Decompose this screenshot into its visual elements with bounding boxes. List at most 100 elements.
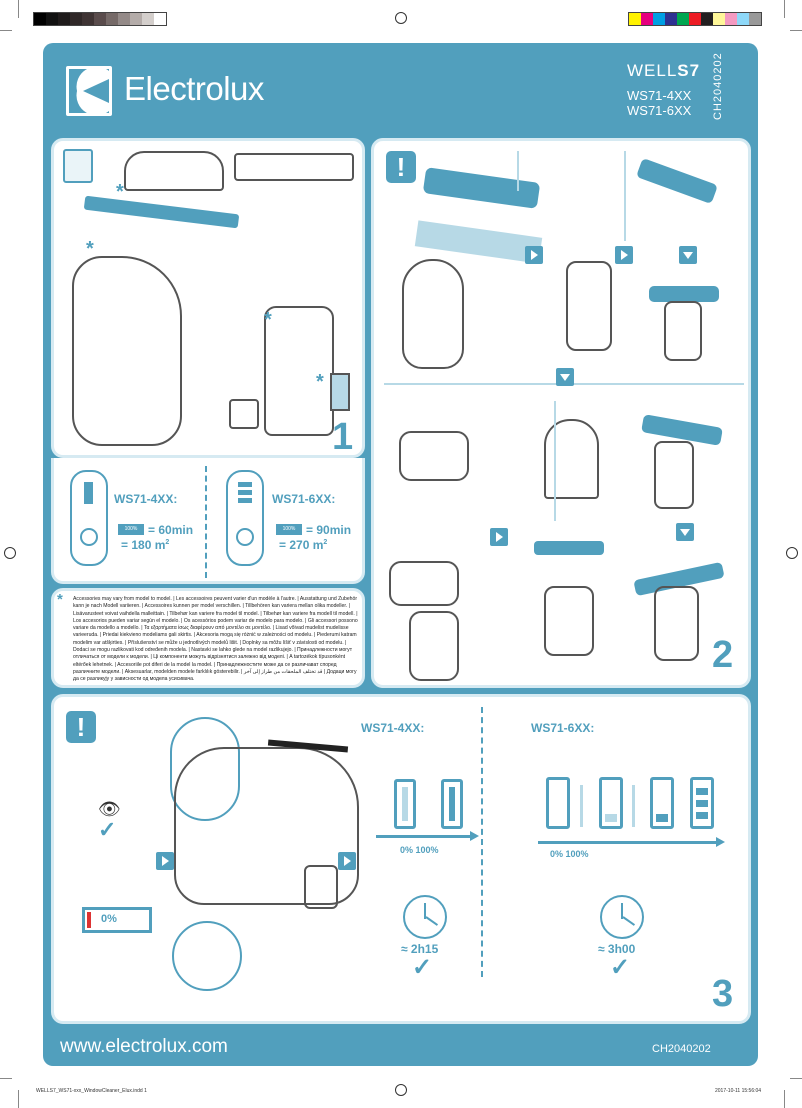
battery-bar-icon (238, 490, 252, 495)
down-arrow-icon (679, 246, 697, 264)
divider (517, 151, 519, 191)
spray-bottle-illustration (409, 611, 459, 681)
empty-battery-icon: 0% (82, 907, 152, 933)
squeegee-head-illustration (124, 151, 224, 191)
checklist-icon (63, 149, 93, 183)
hand-pouring-illustration (389, 561, 459, 606)
down-arrow-icon (676, 523, 694, 541)
model-name: WS71-4XX (627, 88, 692, 103)
warning-icon: ! (386, 151, 416, 183)
charge-time: ≈ 2h15 (401, 942, 439, 956)
squeegee-ghost-illustration (414, 220, 543, 264)
next-arrow-icon (338, 852, 356, 870)
spray-head-illustration (635, 157, 719, 205)
spray-head-illustration (534, 541, 604, 555)
divider (554, 401, 556, 521)
charger-illustration (229, 399, 259, 429)
spray-bottle-illustration (664, 301, 702, 361)
handle-display-illustration (70, 470, 108, 566)
crop-mark (0, 1078, 12, 1079)
electrolux-logo-icon (66, 66, 112, 116)
blinking-battery-icon (394, 779, 416, 829)
grayscale-bar (33, 12, 167, 26)
step-1-panel: * * * * 1 (51, 138, 365, 458)
next-arrow-icon (525, 246, 543, 264)
product-line: WELLS7 (627, 61, 701, 80)
battery-bar-icon (238, 498, 252, 503)
window-vacuum-illustration (72, 256, 182, 446)
divider (624, 151, 626, 241)
coverage-value: = 180 m2 (121, 538, 170, 552)
step-2-panel: ! 2 (371, 138, 751, 688)
spray-bottle-illustration (264, 306, 334, 436)
blinking-battery-icon (650, 777, 674, 829)
charge-progress-arrow (376, 835, 472, 838)
battery-bar-icon (238, 482, 252, 487)
hand-sachet-illustration (399, 431, 469, 481)
clock-icon (403, 895, 447, 939)
detergent-sachet-illustration (330, 373, 350, 411)
power-button-icon (236, 528, 254, 546)
crop-mark (784, 1090, 785, 1108)
asterisk-icon: * (86, 238, 94, 260)
spray-bottle-illustration (566, 261, 612, 351)
battery-full-badge: 100% (276, 524, 302, 535)
spray-bottle-illustration (544, 586, 594, 656)
step-number: 1 (332, 416, 354, 458)
asterisk-icon: * (264, 309, 272, 331)
crop-mark (784, 0, 785, 18)
battery-low-indicator (87, 912, 91, 928)
crop-mark (18, 0, 19, 18)
spray-bottle-illustration (654, 441, 694, 509)
next-arrow-icon (156, 852, 174, 870)
step-3-panel: ! 👁 ✓ 0% WS71-4XX: 0% 100% WS71-6XX: 0% … (51, 694, 751, 1024)
next-arrow-icon (490, 528, 508, 546)
warning-icon: ! (66, 711, 96, 743)
document-code: CH2040202 (652, 1043, 711, 1055)
battery-full-badge: 100% (118, 524, 144, 535)
model-label-6xx: WS71-6XX: (272, 492, 336, 506)
crop-mark (790, 30, 802, 31)
divider (205, 466, 207, 578)
charging-port-zoom-circle (172, 921, 242, 991)
blinking-battery-icon (546, 777, 570, 829)
clock-icon (600, 895, 644, 939)
charge-time: ≈ 3h00 (598, 942, 636, 956)
wall-socket-illustration (304, 865, 338, 909)
spray-pad-illustration (234, 153, 354, 181)
spray-head-illustration (649, 286, 719, 302)
tap-illustration (544, 419, 599, 499)
asterisk-icon: * (116, 181, 124, 203)
brand-wordmark: Electrolux (124, 70, 264, 107)
empty-battery-label: 0% (101, 913, 117, 925)
next-arrow-icon (615, 246, 633, 264)
eye-icon: 👁 (98, 799, 121, 819)
up-arrow-icon (580, 785, 583, 827)
charge-progress-arrow (538, 841, 718, 844)
squeegee-head-illustration (422, 167, 541, 209)
arrowhead-icon (716, 837, 725, 847)
window-vacuum-illustration (174, 747, 359, 905)
runtime-value: = 90min (306, 523, 352, 537)
model-name: WS71-6XX (627, 103, 692, 118)
full-battery-icon (441, 779, 463, 829)
runtime-panel: WS71-4XX: 100% = 60min = 180 m2 WS71-6XX… (51, 458, 365, 584)
asterisk-icon: * (57, 591, 63, 608)
registration-mark-icon (786, 547, 798, 559)
asterisk-icon: * (316, 371, 324, 393)
arrowhead-icon (470, 831, 479, 841)
registration-mark-icon (395, 12, 407, 24)
checkmark-icon: ✓ (98, 817, 117, 842)
handle-zoom-circle (170, 717, 240, 821)
wide-squeegee-illustration (83, 195, 240, 229)
registration-mark-icon (4, 547, 16, 559)
model-label-4xx: WS71-4XX: (114, 492, 178, 506)
blinking-battery-icon (599, 777, 623, 829)
website-link[interactable]: www.electrolux.com (60, 1036, 228, 1057)
spray-bottle-illustration (654, 586, 699, 661)
print-slug-filename: WELLS7_WS71-xxx_WindowCleaner_Elux.indd … (36, 1088, 147, 1094)
accessories-note-text: Accessories may vary from model to model… (73, 596, 358, 683)
document-code: CH2040202 (712, 52, 724, 120)
down-arrow-icon (556, 368, 574, 386)
color-bar (628, 12, 762, 26)
